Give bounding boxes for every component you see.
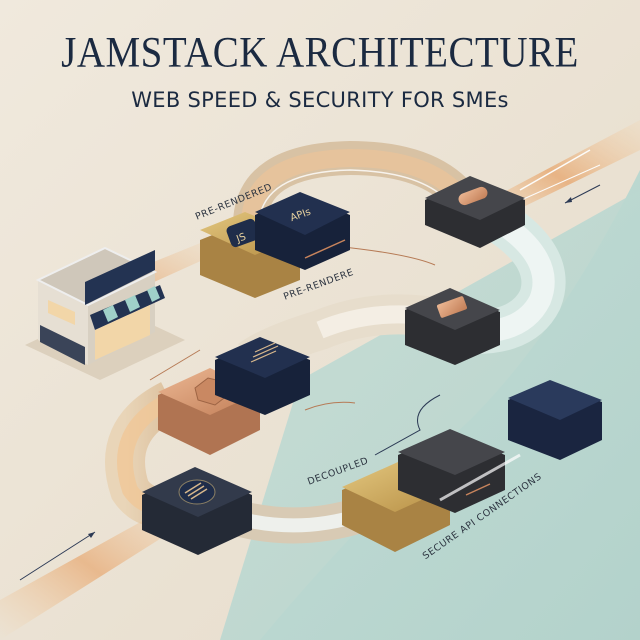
- page-title: JAMSTACK ARCHITECTURE: [61, 28, 579, 77]
- storefront-icon: [25, 246, 185, 380]
- copper-connector-right: [405, 288, 500, 365]
- dark-block: [398, 429, 505, 513]
- circle-menu-block: [142, 467, 252, 555]
- navy-cube: [508, 380, 602, 460]
- page-subtitle: WEB SPEED & SECURITY FOR SMEs: [131, 88, 509, 112]
- menu-block: [215, 337, 310, 415]
- copper-connector-top: [425, 176, 525, 248]
- js-label: JS: [234, 232, 247, 246]
- apis-block: APIs: [255, 192, 350, 270]
